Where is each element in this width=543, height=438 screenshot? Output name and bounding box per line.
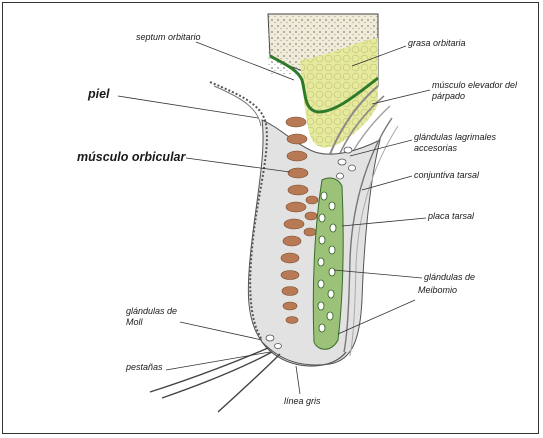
label-septum-orbitario: septum orbitario xyxy=(136,32,201,42)
label-musculo-elevador-2: párpado xyxy=(432,91,465,101)
label-linea-gris: línea gris xyxy=(284,396,321,406)
label-grasa-orbitaria: grasa orbitaria xyxy=(408,38,466,48)
label-glandulas-moll-2: Moll xyxy=(126,317,143,327)
label-musculo-elevador-1: músculo elevador del xyxy=(432,80,517,90)
label-glandulas-lagrimales-2: accesorias xyxy=(414,143,457,153)
label-conjuntiva-tarsal: conjuntiva tarsal xyxy=(414,170,479,180)
label-glandulas-moll-1: glándulas de xyxy=(126,306,177,316)
label-glandulas-lagrimales-1: glándulas lagrimales xyxy=(414,132,496,142)
label-glandulas-meibomio-2: Meibomio xyxy=(418,285,457,295)
eyelashes xyxy=(150,348,280,412)
label-glandulas-meibomio-1: glándulas de xyxy=(424,272,475,282)
label-piel: piel xyxy=(88,87,110,101)
label-musculo-orbicular: músculo orbicular xyxy=(77,150,185,164)
label-pestanas: pestañas xyxy=(126,362,163,372)
label-placa-tarsal: placa tarsal xyxy=(428,211,474,221)
